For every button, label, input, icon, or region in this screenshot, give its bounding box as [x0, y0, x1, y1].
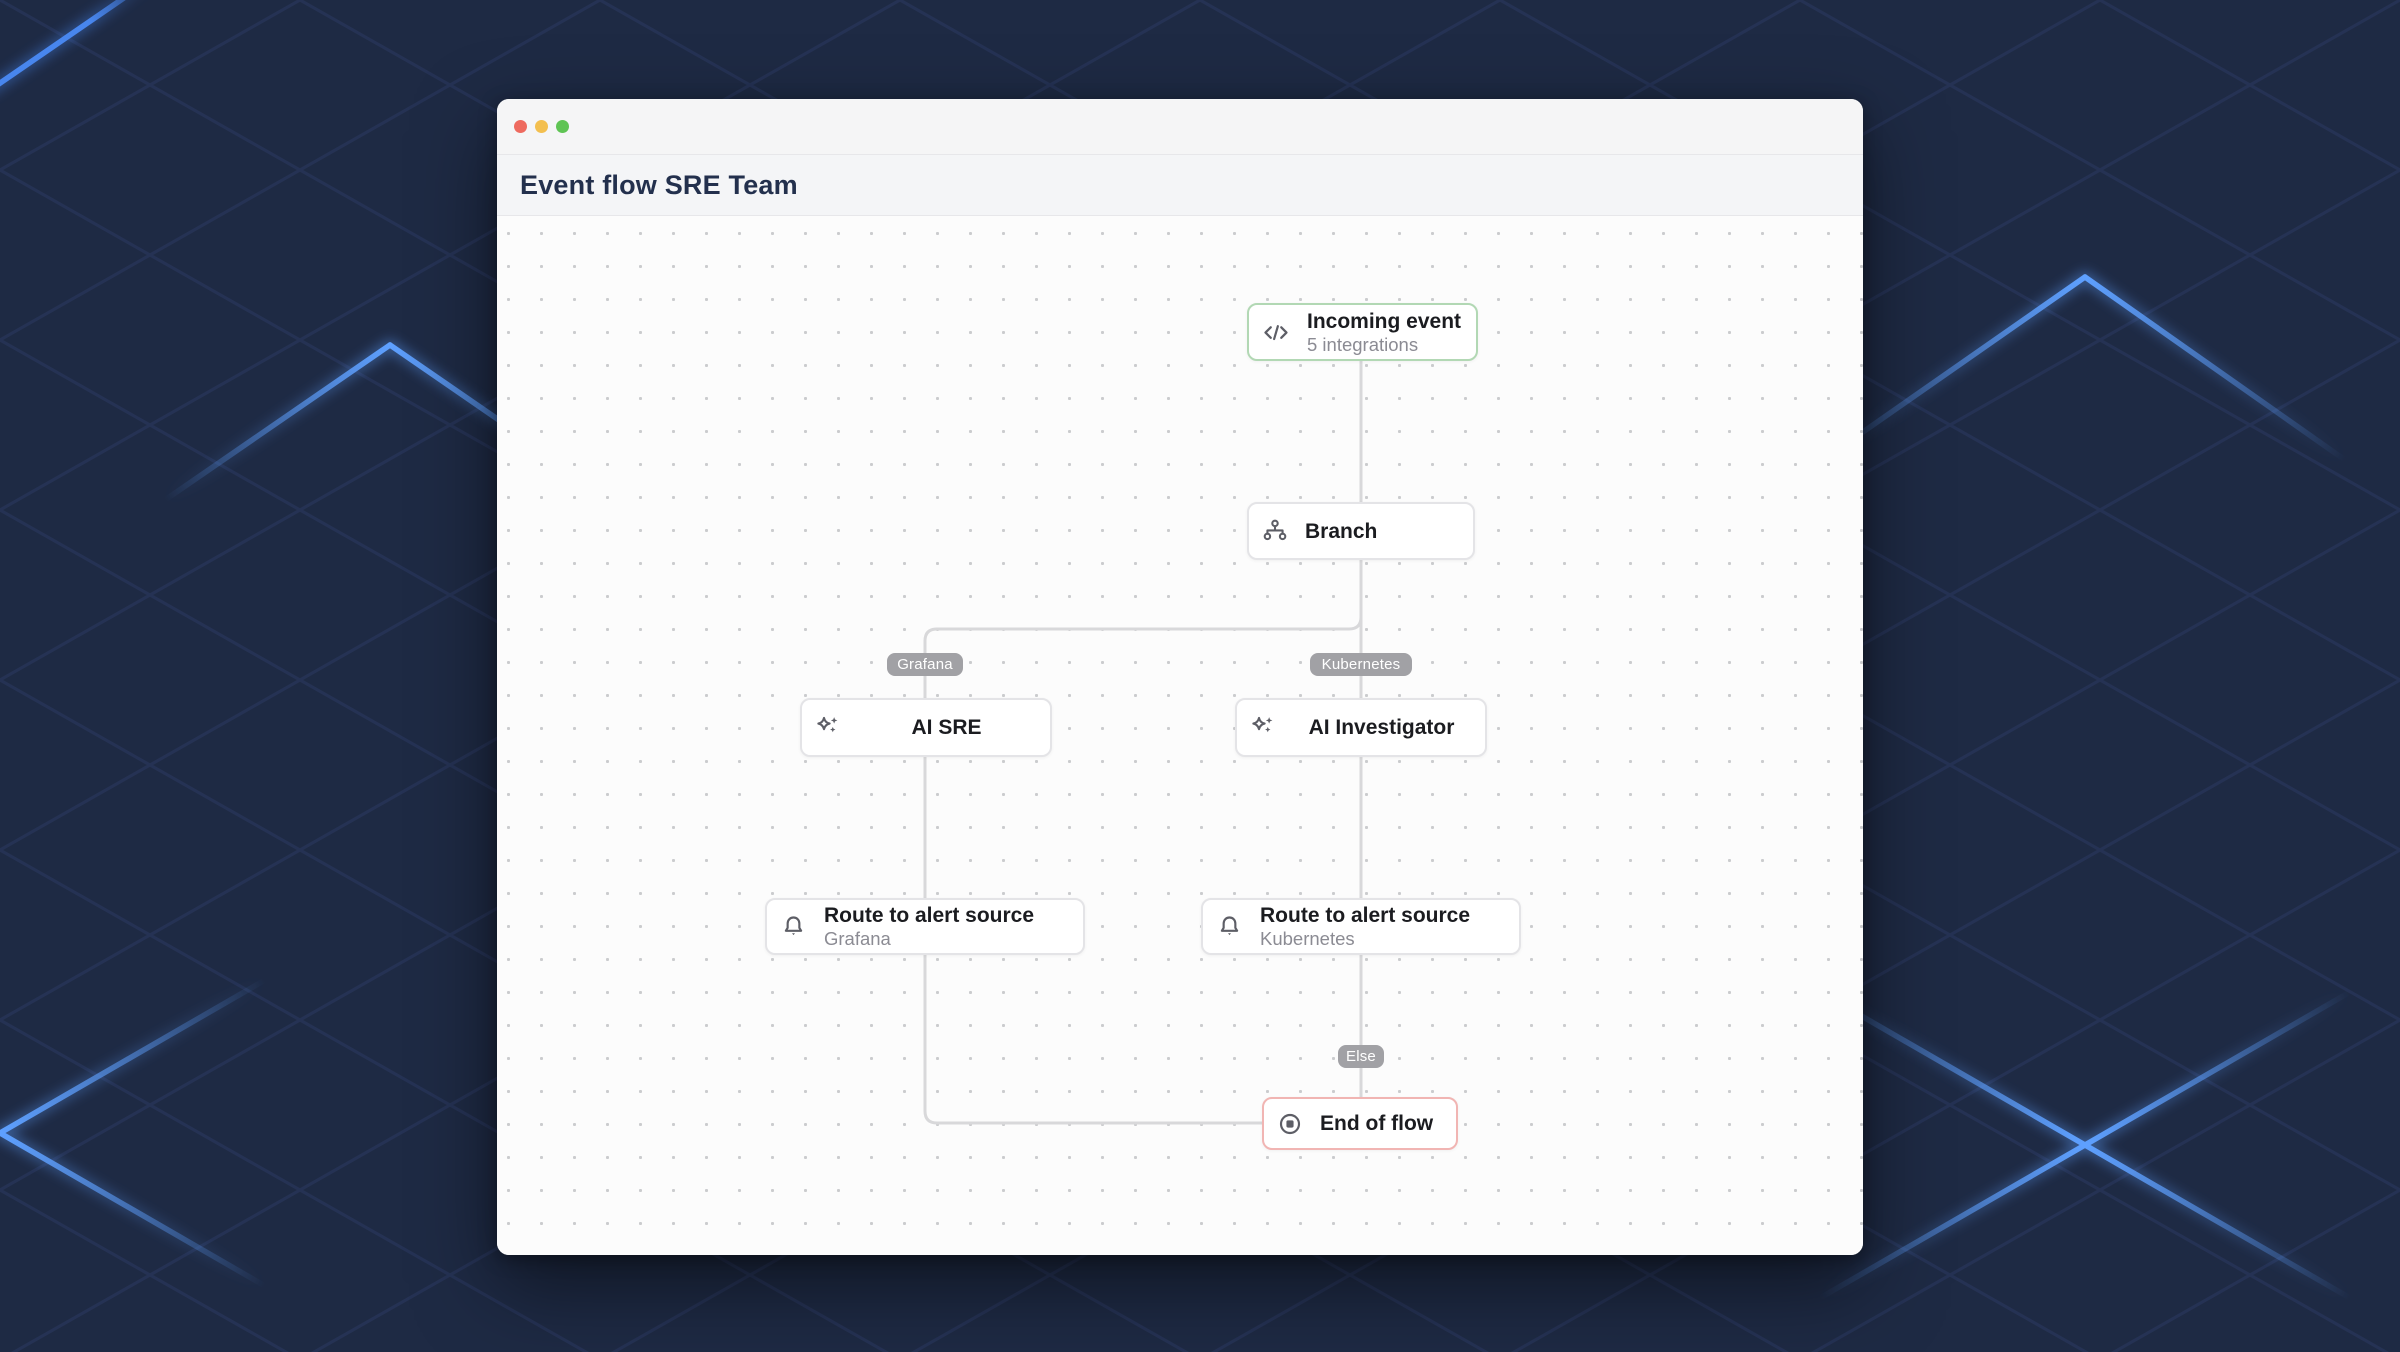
node-title: Route to alert source [1260, 904, 1471, 927]
header: Event flow SRE Team [497, 155, 1863, 216]
bell-icon [784, 916, 803, 936]
app-window: Event flow SRE Team Grafana Kubernetes E… [497, 99, 1863, 1255]
edge-label-else: Else [1338, 1045, 1384, 1068]
branch-icon [1263, 519, 1287, 541]
edge-label-kubernetes: Kubernetes [1310, 653, 1412, 676]
node-title: Incoming event [1307, 309, 1462, 333]
node-subtitle: Grafana [824, 928, 891, 949]
sparkles-icon [1252, 716, 1273, 733]
minimize-window-button[interactable] [535, 120, 548, 133]
node-route-to-alert-source-grafana[interactable]: Route to alert source Grafana [765, 898, 1085, 955]
node-subtitle: Kubernetes [1260, 928, 1355, 949]
zoom-window-button[interactable] [556, 120, 569, 133]
page-title: Event flow SRE Team [520, 169, 798, 200]
edge-label-grafana: Grafana [887, 653, 963, 676]
sparkles-icon [817, 716, 838, 733]
bell-icon [1220, 916, 1239, 936]
node-route-to-alert-source-kubernetes[interactable]: Route to alert source Kubernetes [1201, 898, 1521, 955]
node-title: AI Investigator [1308, 716, 1455, 739]
node-ai-investigator[interactable]: AI Investigator [1235, 698, 1487, 757]
node-branch[interactable]: Branch [1247, 502, 1475, 560]
node-title: Route to alert source [824, 904, 1035, 927]
node-incoming-event[interactable]: Incoming event 5 integrations [1247, 303, 1478, 361]
node-subtitle: 5 integrations [1307, 333, 1419, 355]
node-title: End of flow [1320, 1112, 1434, 1135]
code-icon [1264, 325, 1288, 341]
stop-icon [1279, 1113, 1301, 1134]
close-window-button[interactable] [514, 120, 527, 133]
window-titlebar [497, 99, 1863, 155]
node-title: Branch [1305, 519, 1378, 543]
flow-connectors [923, 361, 1363, 1125]
node-ai-sre[interactable]: AI SRE [800, 698, 1052, 757]
flow-canvas[interactable]: Grafana Kubernetes Else Incoming event 5… [497, 216, 1863, 1255]
node-end-of-flow[interactable]: End of flow [1262, 1097, 1458, 1150]
node-title: AI SRE [911, 716, 982, 739]
